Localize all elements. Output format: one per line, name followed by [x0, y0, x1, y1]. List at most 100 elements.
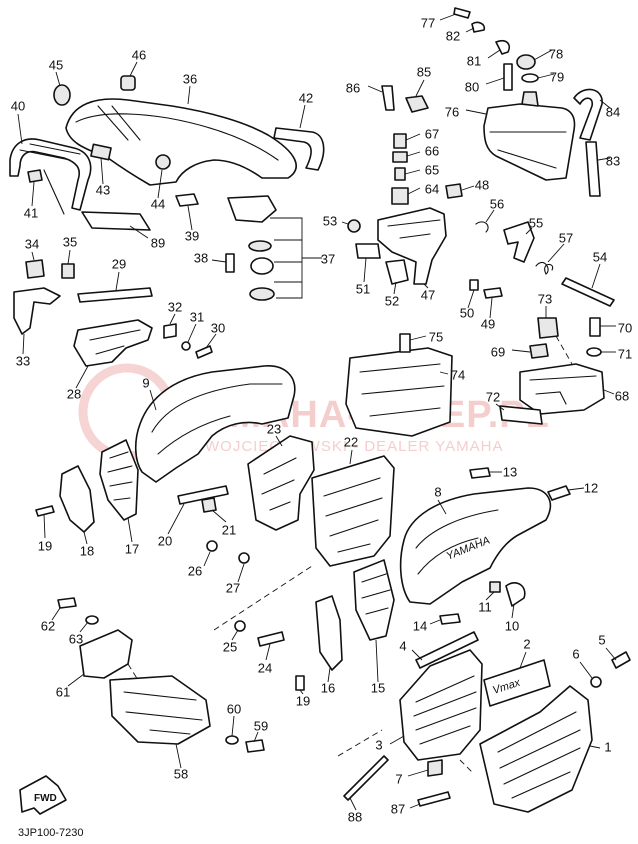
callout-5: 5 — [598, 632, 605, 647]
part-57-spring — [535, 261, 554, 275]
part-40-bar-guard — [9, 138, 92, 211]
part-59-bolt — [245, 739, 265, 753]
part-19-screw-a — [35, 505, 55, 517]
leader-63 — [79, 621, 89, 633]
leader-62 — [51, 607, 61, 621]
leader-6 — [579, 661, 593, 679]
callout-1: 1 — [604, 739, 611, 754]
part-15-panel-grid — [361, 573, 391, 615]
callout-60: 60 — [227, 701, 241, 716]
leader-28 — [75, 365, 89, 389]
part-14-screw — [439, 613, 461, 625]
callout-4: 4 — [399, 638, 406, 653]
callout-37: 37 — [321, 251, 335, 266]
leader-38 — [211, 259, 227, 263]
leader-54 — [591, 263, 601, 289]
leader-69 — [511, 349, 531, 353]
small-panels-group — [231, 559, 461, 695]
fwd-label: FWD — [34, 793, 57, 804]
leader-47 — [423, 283, 429, 289]
callout-75: 75 — [429, 329, 443, 344]
leader-4 — [411, 649, 423, 661]
left-small-parts — [13, 249, 217, 389]
leader-85 — [415, 79, 425, 97]
callout-11: 11 — [478, 599, 492, 614]
callout-63: 63 — [69, 631, 83, 646]
leader-74 — [439, 371, 449, 375]
leader-49 — [489, 297, 493, 319]
callout-39: 39 — [185, 228, 199, 243]
part-79-ring — [521, 73, 539, 83]
callout-77: 77 — [421, 15, 435, 30]
part-13-screw — [469, 467, 491, 479]
leader-24 — [265, 643, 271, 661]
part-76-neck — [521, 91, 539, 107]
part-58-bracket — [109, 675, 211, 745]
callout-53: 53 — [323, 213, 337, 228]
leader-41 — [31, 181, 35, 207]
part-31-washer — [181, 341, 191, 351]
part-33-bracket — [13, 287, 61, 335]
leader-86 — [367, 85, 383, 93]
part-9-shroud-edge — [151, 383, 283, 455]
part-damper-washer — [249, 287, 275, 301]
callout-88: 88 — [348, 809, 362, 824]
leader-8 — [437, 499, 447, 515]
part-2-emblem — [483, 659, 551, 707]
leader-1 — [589, 745, 601, 749]
callout-2: 2 — [523, 636, 530, 651]
part-53-screw — [347, 219, 361, 233]
part-78-cap — [516, 54, 536, 70]
part-56-clip — [475, 221, 489, 233]
callout-31: 31 — [190, 309, 204, 324]
callout-52: 52 — [385, 293, 399, 308]
part-74-tray — [345, 347, 453, 437]
part-22-plate — [311, 455, 395, 567]
callout-38: 38 — [194, 250, 208, 265]
part-15-panel — [353, 559, 395, 641]
callout-18: 18 — [80, 543, 94, 558]
leader-58 — [175, 743, 182, 769]
part-12-clip — [547, 485, 571, 501]
part-34-clip — [25, 259, 45, 279]
leader-87 — [409, 803, 421, 809]
leader-10 — [511, 603, 515, 619]
callout-15: 15 — [371, 680, 385, 695]
part-68-bracket — [519, 363, 605, 415]
diagram-code: 3JP100-7230 — [18, 827, 83, 839]
leader-21 — [211, 509, 227, 523]
callout-66: 66 — [425, 143, 439, 158]
callout-58: 58 — [174, 766, 188, 781]
callout-55: 55 — [529, 215, 543, 230]
callout-16: 16 — [321, 680, 335, 695]
leader-50 — [467, 289, 475, 309]
leader-27 — [237, 563, 245, 583]
part-47-bracket — [377, 207, 447, 285]
callout-61: 61 — [56, 684, 70, 699]
top-cover-group — [9, 61, 325, 239]
part-55-lever — [503, 221, 535, 263]
part-11-nut — [489, 581, 501, 593]
leader-72 — [495, 403, 505, 411]
leader-60 — [231, 715, 235, 737]
callout-33: 33 — [16, 353, 30, 368]
callout-47: 47 — [421, 287, 435, 302]
callout-85: 85 — [417, 64, 431, 79]
leader-84 — [599, 99, 611, 109]
dash-center — [213, 565, 313, 631]
leader-18 — [83, 531, 88, 545]
leader-52 — [393, 281, 397, 295]
callout-59: 59 — [254, 718, 268, 733]
part-81-elbow — [495, 39, 511, 55]
callout-40: 40 — [11, 98, 25, 113]
part-58-bracket-detail — [123, 691, 203, 735]
callout-25: 25 — [223, 639, 237, 654]
callout-36: 36 — [183, 71, 197, 86]
leader-25 — [231, 629, 239, 641]
callout-20: 20 — [158, 533, 172, 548]
leader-61 — [67, 673, 85, 687]
part-35-nut — [61, 263, 75, 279]
part-6-washer — [590, 676, 602, 688]
callout-29: 29 — [112, 256, 126, 271]
leader-75 — [409, 335, 427, 341]
